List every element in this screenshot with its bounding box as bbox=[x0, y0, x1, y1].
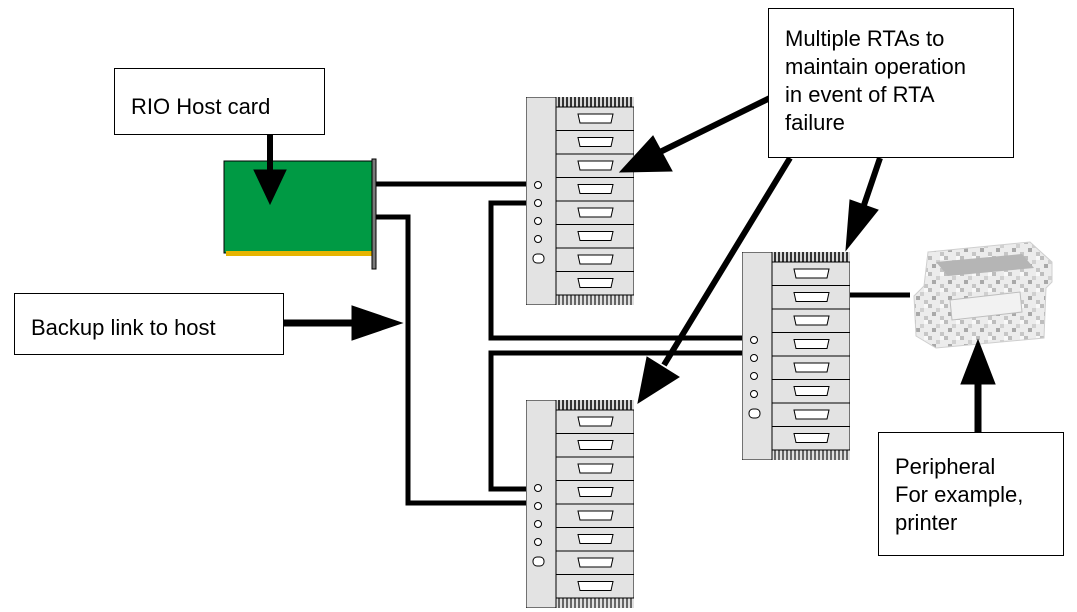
arrow-rtas-to-rta1 bbox=[618, 93, 776, 173]
host-card bbox=[223, 158, 377, 270]
backup-link-label-text: Backup link to host bbox=[31, 315, 216, 340]
host-card-label: RIO Host card bbox=[114, 68, 325, 135]
peripheral-line-3: printer bbox=[895, 510, 958, 536]
multiple-rtas-line-3: in event of RTA bbox=[785, 82, 935, 108]
card-bracket bbox=[371, 158, 377, 270]
link-rta2-to-rta3 bbox=[488, 350, 749, 492]
multiple-rtas-line-4: failure bbox=[785, 110, 845, 136]
peripheral-line-1: Peripheral bbox=[895, 454, 996, 479]
arrows bbox=[253, 93, 996, 432]
connection-lines bbox=[376, 181, 910, 506]
rta-module-icon bbox=[526, 97, 634, 305]
peripheral-line-2: For example, bbox=[895, 482, 1024, 508]
backup-link-label: Backup link to host bbox=[14, 293, 284, 355]
peripheral-label: Peripheral For example, printer bbox=[878, 432, 1064, 556]
multiple-rtas-line-2: maintain operation bbox=[785, 54, 967, 80]
arrow-backup-link bbox=[284, 305, 404, 341]
multiple-rtas-line-1: Multiple RTAs to bbox=[785, 26, 945, 51]
arrow-rtas-to-rta3 bbox=[637, 156, 793, 405]
arrow-rtas-to-rta2 bbox=[845, 157, 883, 252]
card-edge-connector bbox=[226, 251, 373, 256]
pci-card-icon bbox=[223, 160, 376, 254]
arrow-peripheral-to-printer bbox=[960, 338, 996, 432]
multiple-rtas-label: Multiple RTAs to maintain operation in e… bbox=[768, 8, 1014, 158]
link-rta1-to-rta2 bbox=[488, 200, 749, 341]
host-card-label-text: RIO Host card bbox=[131, 94, 271, 119]
printer-icon bbox=[913, 241, 1053, 349]
link-card-to-rta3 bbox=[376, 214, 533, 506]
rta-module-icon bbox=[742, 252, 850, 460]
arrow-host-card-label bbox=[253, 135, 287, 206]
rta-module-icon bbox=[526, 400, 634, 608]
